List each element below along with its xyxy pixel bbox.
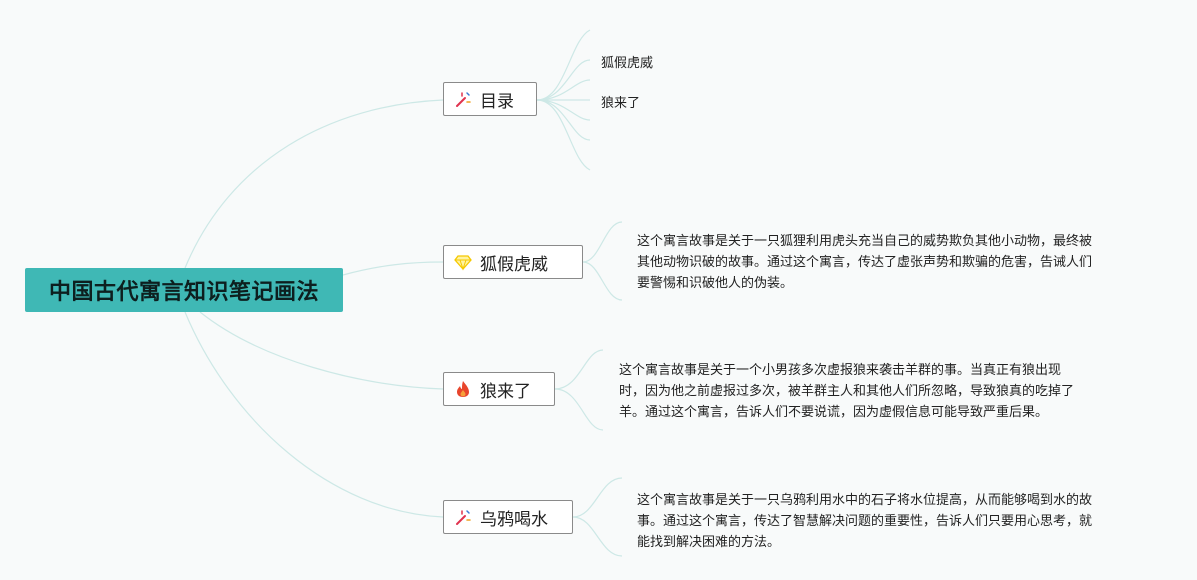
note-line: 事。通过这个寓言，传达了智慧解决问题的重要性，告诉人们只要用心思考，就 [637, 514, 1093, 529]
note-line: 这个寓言故事是关于一只乌鸦利用水中的石子将水位提高，从而能够喝到水的故 [637, 493, 1093, 508]
topic-label: 乌鸦喝水 [480, 509, 548, 530]
toc-item-hujia[interactable]: 狐假虎威 [601, 56, 654, 71]
note-wuya: 这个寓言故事是关于一只乌鸦利用水中的石子将水位提高，从而能够喝到水的故 事。通过… [637, 490, 1092, 553]
connector-root-langlai [199, 311, 444, 390]
connector-root-wuya [184, 311, 444, 518]
note-hujia: 这个寓言故事是关于一只狐狸利用虎头充当自己的威势欺负其他小动物，最终被 其他动物… [637, 231, 1092, 294]
topic-langlai[interactable]: 狼来了 [443, 372, 555, 406]
central-topic-label: 中国古代寓言知识笔记画法 [48, 280, 319, 305]
central-topic[interactable]: 中国古代寓言知识笔记画法 [25, 268, 343, 312]
note-line: 要警惕和识破他人的伪装。 [637, 276, 794, 291]
topic-mulu[interactable]: 目录 [443, 82, 537, 116]
sparkle-wand-icon [456, 92, 471, 107]
note-line: 时，因为他之前虚报过多次，被羊群主人和其他人们所忽略，导致狼真的吃掉了 [619, 384, 1075, 399]
topic-hujia[interactable]: 狐假虎威 [443, 245, 583, 279]
fire-icon [457, 381, 469, 397]
note-line: 羊。通过这个寓言，告诉人们不要说谎，因为虚假信息可能导致严重后果。 [619, 405, 1049, 420]
topic-label: 目录 [480, 91, 514, 112]
note-line: 这个寓言故事是关于一个小男孩多次虚报狼来袭击羊群的事。当真正有狼出现 [619, 363, 1062, 378]
connector-root-hujia [342, 261, 444, 276]
connector-root-mulu [184, 99, 444, 269]
topic-label: 狼来了 [480, 381, 531, 402]
diamond-icon [454, 255, 472, 271]
note-langlai: 这个寓言故事是关于一个小男孩多次虚报狼来袭击羊群的事。当真正有狼出现 时，因为他… [619, 360, 1074, 423]
topic-wuya[interactable]: 乌鸦喝水 [443, 500, 573, 534]
topic-label: 狐假虎威 [480, 254, 548, 275]
sparkle-wand-icon [456, 510, 471, 525]
note-line: 能找到解决困难的方法。 [637, 535, 781, 550]
toc-item-langlai[interactable]: 狼来了 [601, 96, 641, 111]
note-line: 这个寓言故事是关于一只狐狸利用虎头充当自己的威势欺负其他小动物，最终被 [637, 234, 1093, 249]
note-line: 其他动物识破的故事。通过这个寓言，传达了虚张声势和欺骗的危害，告诫人们 [637, 255, 1093, 270]
